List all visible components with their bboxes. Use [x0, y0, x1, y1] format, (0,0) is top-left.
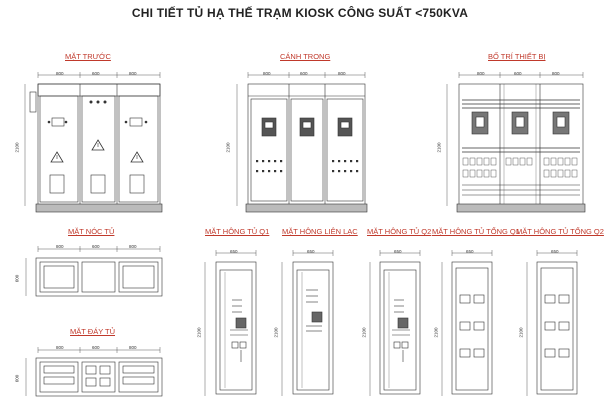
label-bottom-view: MẶT ĐÁY TỦ — [70, 327, 116, 336]
dim-side-q2-w: 650 — [394, 249, 402, 254]
side-total-q1-view — [441, 250, 493, 396]
dim-front-w2: 600 — [92, 71, 100, 76]
dim-inside-w3: 800 — [338, 71, 346, 76]
side-total-q2-view — [526, 250, 578, 396]
inside-view — [236, 72, 368, 213]
dim-side-q1-w: 650 — [230, 249, 238, 254]
label-side-total-q2: MẶT HÔNG TỦ TỔNG Q2 — [516, 227, 604, 236]
front-view — [24, 72, 163, 213]
dim-front-w1: 800 — [56, 71, 64, 76]
dim-layout-w2: 600 — [514, 71, 522, 76]
dim-top-w1: 800 — [56, 244, 64, 249]
dim-side-tq1-w: 650 — [466, 249, 474, 254]
side-link-view — [281, 250, 334, 396]
layout-view — [446, 72, 586, 213]
dim-top-w3: 800 — [129, 244, 137, 249]
dim-bottom-w3: 800 — [129, 345, 137, 350]
dim-inside-w1: 800 — [263, 71, 271, 76]
side-q1-view — [204, 250, 257, 396]
top-view — [25, 246, 163, 297]
label-side-q2: MẶT HÔNG TỦ Q2 — [367, 227, 432, 236]
dim-layout-w3: 800 — [552, 71, 560, 76]
label-inside-view: CÁNH TRONG — [280, 52, 331, 61]
label-top-view: MẶT NÓC TỦ — [68, 227, 115, 236]
dim-side-link-w: 650 — [307, 249, 315, 254]
dim-front-w3: 800 — [129, 71, 137, 76]
label-layout-view: BỐ TRÍ THIẾT BỊ — [488, 52, 546, 61]
dim-inside-w2: 600 — [300, 71, 308, 76]
dim-bottom-w1: 800 — [56, 345, 64, 350]
drawing-title: CHI TIẾT TỦ HẠ THẾ TRẠM KIOSK CÔNG SUẤT … — [131, 6, 469, 20]
dim-layout-w1: 800 — [477, 71, 485, 76]
label-side-total-q1: MẶT HÔNG TỦ TỔNG Q1 — [432, 227, 520, 236]
label-side-link: MẶT HÔNG LIÊN LẠC — [282, 227, 358, 236]
label-side-q1: MẶT HÔNG TỦ Q1 — [205, 227, 270, 236]
bottom-view — [25, 347, 163, 397]
side-q2-view — [369, 250, 421, 396]
dim-side-tq2-w: 650 — [551, 249, 559, 254]
label-front-view: MẶT TRƯỚC — [65, 52, 111, 61]
dim-bottom-w2: 600 — [92, 345, 100, 350]
dim-top-w2: 600 — [92, 244, 100, 249]
